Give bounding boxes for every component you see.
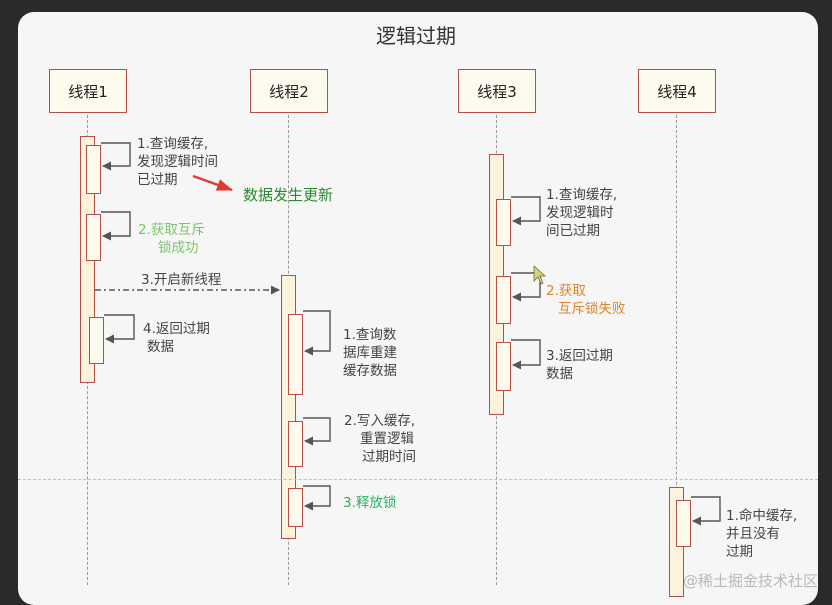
msg-thread1-step3: 3.开启新线程 <box>141 272 222 288</box>
msg-thread2-step3: 3.释放锁 <box>343 495 397 511</box>
self-arrow-t2-2 <box>303 417 331 446</box>
activation-thread4-step1 <box>676 500 691 547</box>
msg-thread3-step3: 3.返回过期 数据 <box>546 348 613 382</box>
msg-thread2-step1: 1.查询数 据库重建 缓存数据 <box>343 327 397 379</box>
self-arrow-t4-1 <box>691 496 721 526</box>
actor-thread2: 线程2 <box>250 69 328 113</box>
msg-thread1-step1: 1.查询缓存, 发现逻辑时间 已过期 <box>137 136 218 188</box>
msg-thread1-step2: 2.获取互斥 锁成功 <box>138 222 205 256</box>
lifeline-thread4 <box>676 115 677 585</box>
msg-thread3-step1: 1.查询缓存, 发现逻辑时 间已过期 <box>546 187 618 239</box>
note-arrow-icon <box>192 174 233 192</box>
activation-thread2-step2 <box>288 421 303 467</box>
activation-thread3-step2 <box>496 276 511 324</box>
actor-thread1: 线程1 <box>49 69 127 113</box>
self-arrow-t3-1 <box>511 196 541 226</box>
self-arrow-t1-1 <box>101 142 131 171</box>
activation-thread1-step1 <box>86 145 101 194</box>
msg-thread1-step4: 4.返回过期 数据 <box>143 321 210 355</box>
activation-thread1-step4 <box>89 317 104 364</box>
self-arrow-t3-3 <box>511 339 541 370</box>
cursor-icon <box>533 265 547 285</box>
section-divider <box>18 479 818 480</box>
self-arrow-t3-2 <box>511 272 541 302</box>
data-update-note: 数据发生更新 <box>243 186 334 204</box>
diagram-title: 逻辑过期 <box>376 24 456 48</box>
self-arrow-t2-3 <box>303 485 331 511</box>
self-arrow-t1-4 <box>104 314 135 344</box>
activation-thread1-step2 <box>86 214 101 261</box>
actor-thread4: 线程4 <box>638 69 716 113</box>
self-arrow-t2-1 <box>303 310 331 356</box>
msg-thread3-step2: 2.获取 互斥锁失败 <box>546 283 626 317</box>
msg-thread4-step1: 1.命中缓存, 并且没有 过期 <box>726 508 798 560</box>
activation-thread3-step3 <box>496 342 511 391</box>
actor-thread3: 线程3 <box>458 69 536 113</box>
watermark: @稀土掘金技术社区 <box>682 572 818 590</box>
activation-thread2-step1 <box>288 314 303 395</box>
self-arrow-t1-2 <box>101 211 131 241</box>
msg-thread2-step2: 2.写入缓存, 重置逻辑 过期时间 <box>344 413 416 465</box>
activation-thread3-step1 <box>496 199 511 246</box>
activation-thread2-step3 <box>288 488 303 527</box>
